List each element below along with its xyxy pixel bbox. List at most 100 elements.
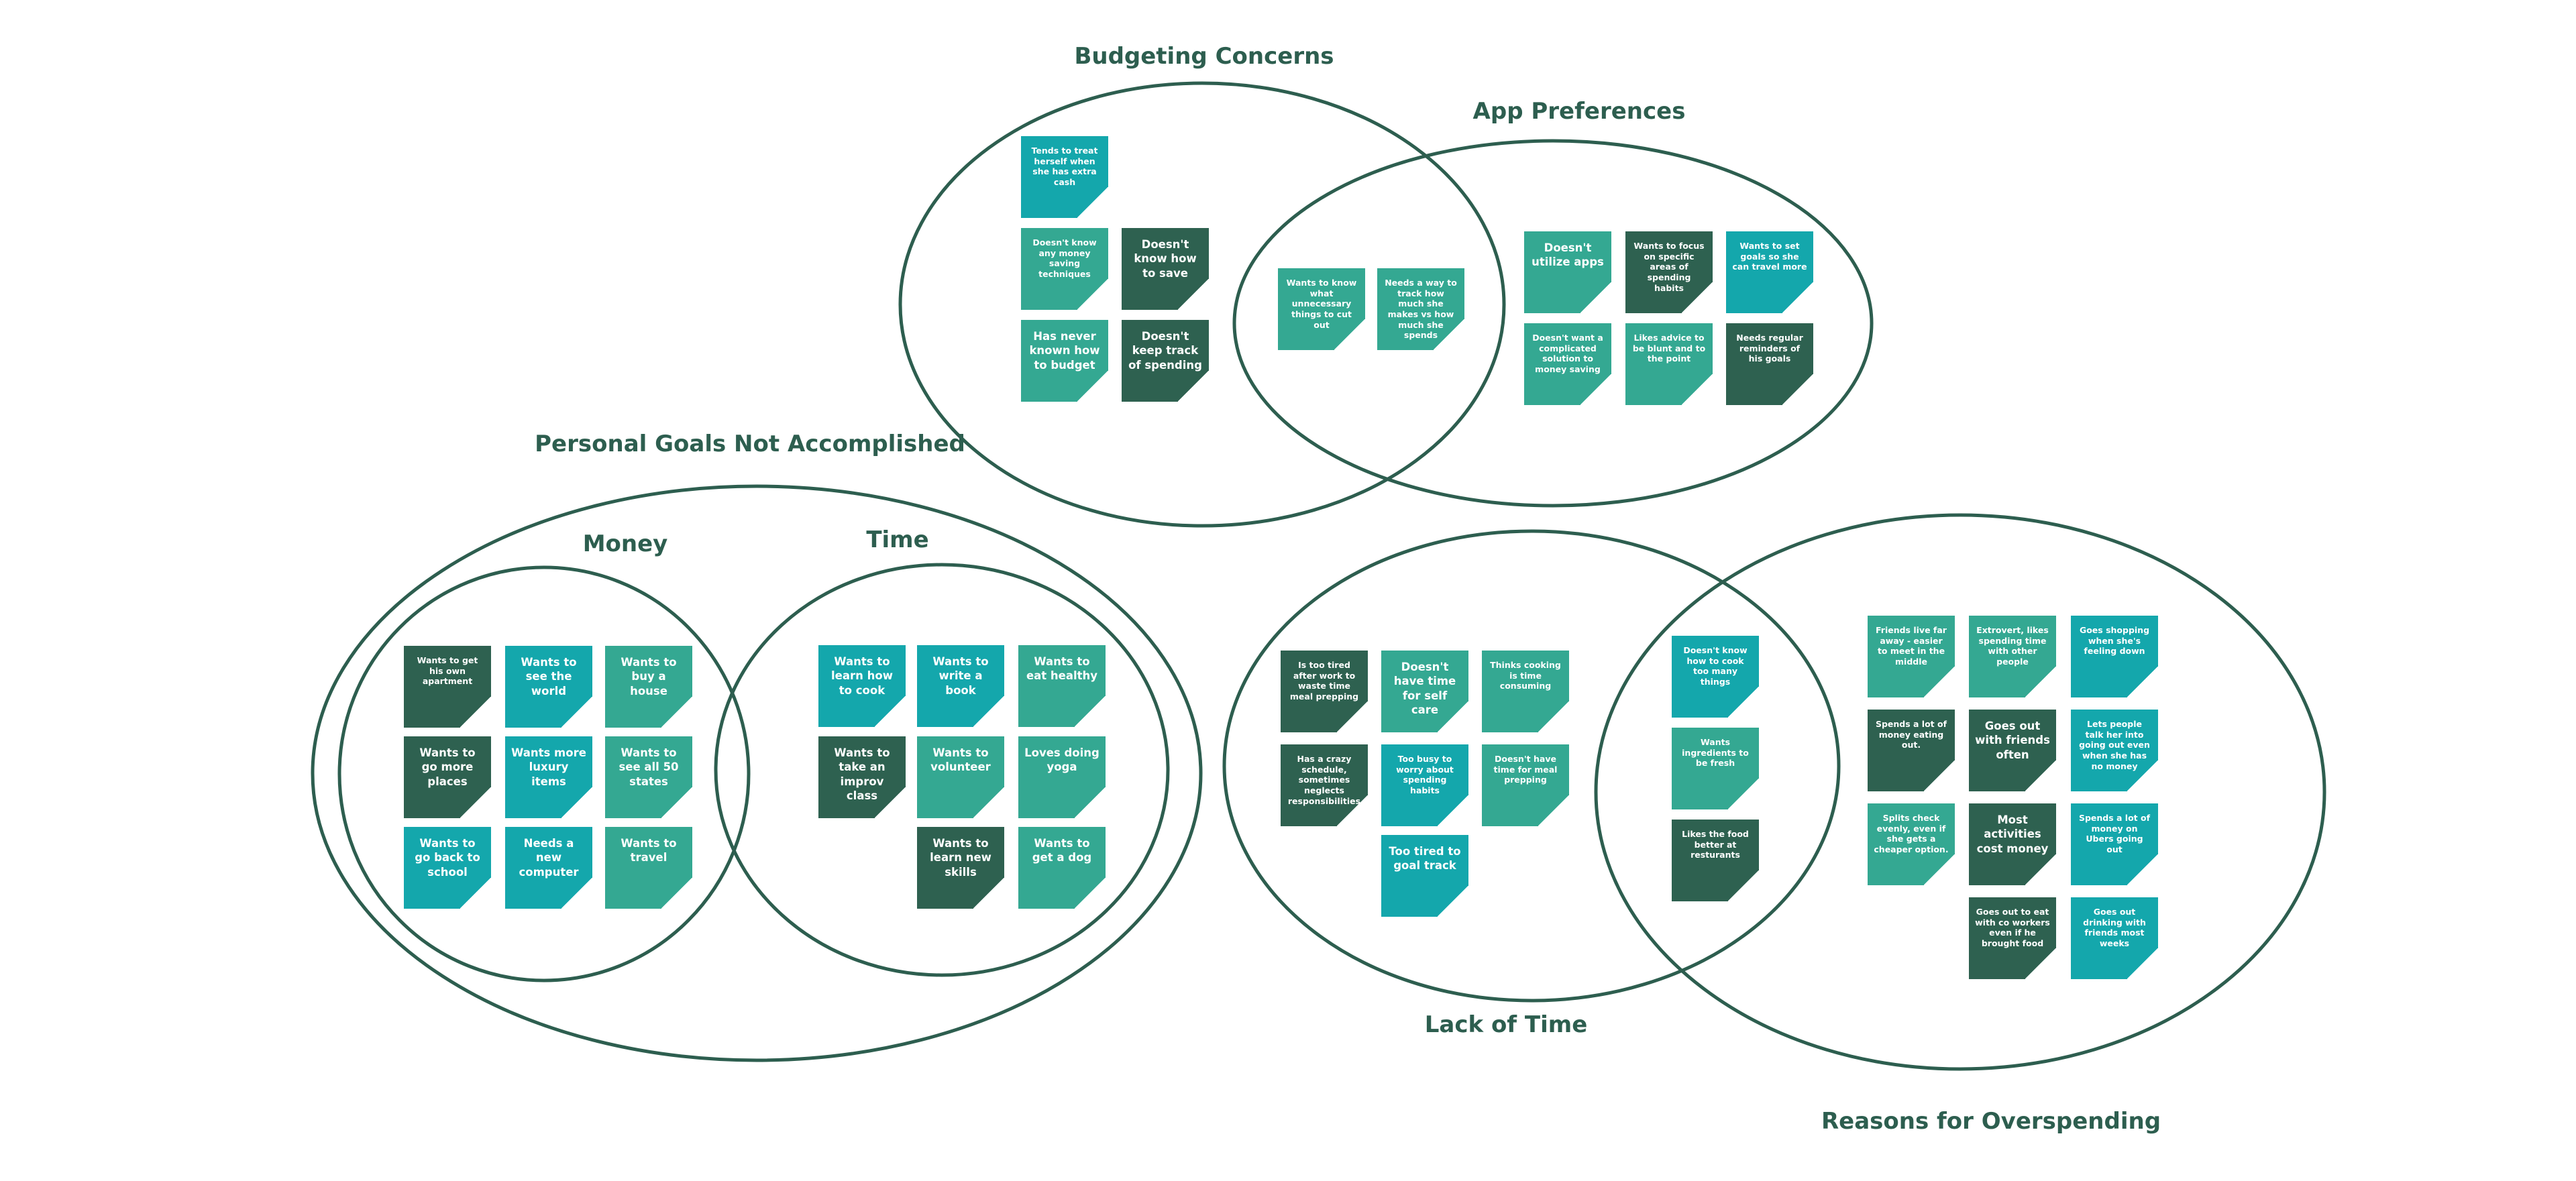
- sticky-note-text: Too busy to worry about spending habits: [1396, 754, 1454, 795]
- sticky-note-text: Doesn't know any money saving techniques: [1032, 237, 1097, 279]
- sticky-note: Loves doing yoga: [1018, 736, 1106, 818]
- sticky-note-text: Thinks cooking is time consuming: [1490, 660, 1561, 691]
- page-curl-icon: [1682, 374, 1713, 405]
- sticky-note: Spends a lot of money on Ubers going out: [2071, 803, 2158, 885]
- page-curl-icon: [460, 878, 491, 909]
- sticky-note-text: Wants to know what unnecessary things to…: [1286, 278, 1357, 330]
- sticky-note-text: Is too tired after work to waste time me…: [1289, 660, 1359, 701]
- page-curl-icon: [1924, 667, 1955, 697]
- sticky-note: Has a crazy schedule, sometimes neglects…: [1281, 744, 1368, 826]
- sticky-note-text: Doesn't want a complicated solution to m…: [1532, 333, 1603, 374]
- sticky-note: Wants to take an improv class: [818, 736, 906, 818]
- sticky-note-text: Likes the food better at resturants: [1682, 829, 1749, 860]
- sticky-note: Doesn't have time for meal prepping: [1482, 744, 1569, 826]
- sticky-note: Doesn't know how to save: [1122, 228, 1209, 310]
- page-curl-icon: [1924, 761, 1955, 791]
- page-curl-icon: [661, 878, 692, 909]
- sticky-note: Wants to get his own apartment: [404, 646, 491, 728]
- sticky-note: Wants more luxury items: [505, 736, 592, 818]
- sticky-note-text: Wants to focus on specific areas of spen…: [1633, 241, 1705, 293]
- sticky-note: Doesn't know how to cook too many things: [1672, 636, 1759, 718]
- sticky-note: Friends live far away - easier to meet i…: [1868, 616, 1955, 697]
- sticky-note: Doesn't have time for self care: [1381, 651, 1468, 732]
- page-curl-icon: [1538, 795, 1569, 826]
- sticky-note-text: Wants ingredients to be fresh: [1682, 737, 1749, 769]
- page-curl-icon: [1337, 701, 1368, 732]
- sticky-note-text: Wants to volunteer: [930, 746, 991, 774]
- sticky-note: Wants to see the world: [505, 646, 592, 728]
- sticky-note: Wants to know what unnecessary things to…: [1278, 268, 1365, 350]
- page-curl-icon: [460, 787, 491, 818]
- page-curl-icon: [2025, 854, 2056, 885]
- page-curl-icon: [1334, 319, 1365, 350]
- sticky-note-text: Too tired to goal track: [1389, 845, 1461, 873]
- sticky-note-text: Spends a lot of money on Ubers going out: [2078, 813, 2151, 854]
- time-title: Time: [866, 526, 929, 553]
- app-preferences-title: App Preferences: [1472, 98, 1686, 125]
- sticky-note-text: Most activities cost money: [1976, 813, 2049, 855]
- page-curl-icon: [460, 697, 491, 728]
- sticky-note: Needs regular reminders of his goals: [1726, 323, 1813, 405]
- sticky-note-text: Wants to see the world: [521, 656, 577, 697]
- sticky-note-text: Goes out to eat with co workers even if …: [1975, 907, 2050, 948]
- page-curl-icon: [1434, 319, 1464, 350]
- sticky-note-text: Friends live far away - easier to meet i…: [1876, 625, 1947, 667]
- page-curl-icon: [1728, 779, 1759, 809]
- overspending-title: Reasons for Overspending: [1821, 1108, 2161, 1135]
- sticky-note: Wants to go more places: [404, 736, 491, 818]
- overspending-circle: [1594, 513, 2326, 1071]
- page-curl-icon: [1580, 282, 1611, 313]
- sticky-note-text: Tends to treat herself when she has extr…: [1031, 146, 1098, 187]
- page-curl-icon: [875, 696, 906, 727]
- sticky-note: Wants to set goals so she can travel mor…: [1726, 231, 1813, 313]
- sticky-note: Wants to focus on specific areas of spen…: [1625, 231, 1713, 313]
- sticky-note-text: Doesn't keep track of spending: [1128, 330, 1202, 372]
- app-preferences-circle: [1232, 139, 1874, 508]
- sticky-note: Thinks cooking is time consuming: [1482, 651, 1569, 732]
- sticky-note-text: Wants to learn new skills: [930, 837, 991, 879]
- money-circle: [337, 565, 751, 982]
- sticky-note: Goes shopping when she's feeling down: [2071, 616, 2158, 697]
- sticky-note: Spends a lot of money eating out.: [1868, 710, 1955, 791]
- sticky-note-text: Goes out with friends often: [1975, 720, 2050, 761]
- sticky-note: Goes out to eat with co workers even if …: [1969, 897, 2056, 979]
- sticky-note: Wants to learn how to cook: [818, 645, 906, 727]
- sticky-note: Wants ingredients to be fresh: [1672, 728, 1759, 809]
- page-curl-icon: [2127, 761, 2158, 791]
- sticky-note: Wants to buy a house: [605, 646, 692, 728]
- lack-of-time-circle: [1222, 529, 1841, 1003]
- page-curl-icon: [1782, 374, 1813, 405]
- lack-of-time-title: Lack of Time: [1424, 1011, 1588, 1038]
- page-curl-icon: [1077, 279, 1108, 310]
- sticky-note: Doesn't want a complicated solution to m…: [1524, 323, 1611, 405]
- sticky-note: Wants to get a dog: [1018, 827, 1106, 909]
- sticky-note: Wants to go back to school: [404, 827, 491, 909]
- sticky-note-text: Doesn't have time for meal prepping: [1493, 754, 1558, 785]
- sticky-note: Likes the food better at resturants: [1672, 820, 1759, 901]
- page-curl-icon: [2127, 948, 2158, 979]
- sticky-note-text: Extrovert, likes spending time with othe…: [1976, 625, 2049, 667]
- sticky-note: Has never known how to budget: [1021, 320, 1108, 402]
- sticky-note-text: Wants to take an improv class: [834, 746, 890, 803]
- page-curl-icon: [2127, 854, 2158, 885]
- sticky-note: Goes out with friends often: [1969, 710, 2056, 791]
- sticky-note-text: Loves doing yoga: [1024, 746, 1099, 774]
- sticky-note: Likes advice to be blunt and to the poin…: [1625, 323, 1713, 405]
- sticky-note-text: Wants to write a book: [932, 655, 989, 697]
- sticky-note-text: Doesn't have time for self care: [1393, 661, 1456, 717]
- page-curl-icon: [973, 696, 1004, 727]
- page-curl-icon: [1077, 187, 1108, 218]
- money-title: Money: [582, 530, 668, 557]
- page-curl-icon: [1538, 701, 1569, 732]
- sticky-note-text: Goes out drinking with friends most week…: [2083, 907, 2146, 948]
- page-curl-icon: [1178, 371, 1209, 402]
- page-curl-icon: [661, 697, 692, 728]
- page-curl-icon: [661, 787, 692, 818]
- sticky-note-text: Lets people talk her into going out even…: [2079, 719, 2150, 771]
- sticky-note-text: Needs a new computer: [519, 837, 579, 879]
- sticky-note: Needs a new computer: [505, 827, 592, 909]
- sticky-note: Splits check evenly, even if she gets a …: [1868, 803, 1955, 885]
- sticky-note-text: Splits check evenly, even if she gets a …: [1874, 813, 1949, 854]
- page-curl-icon: [875, 787, 906, 818]
